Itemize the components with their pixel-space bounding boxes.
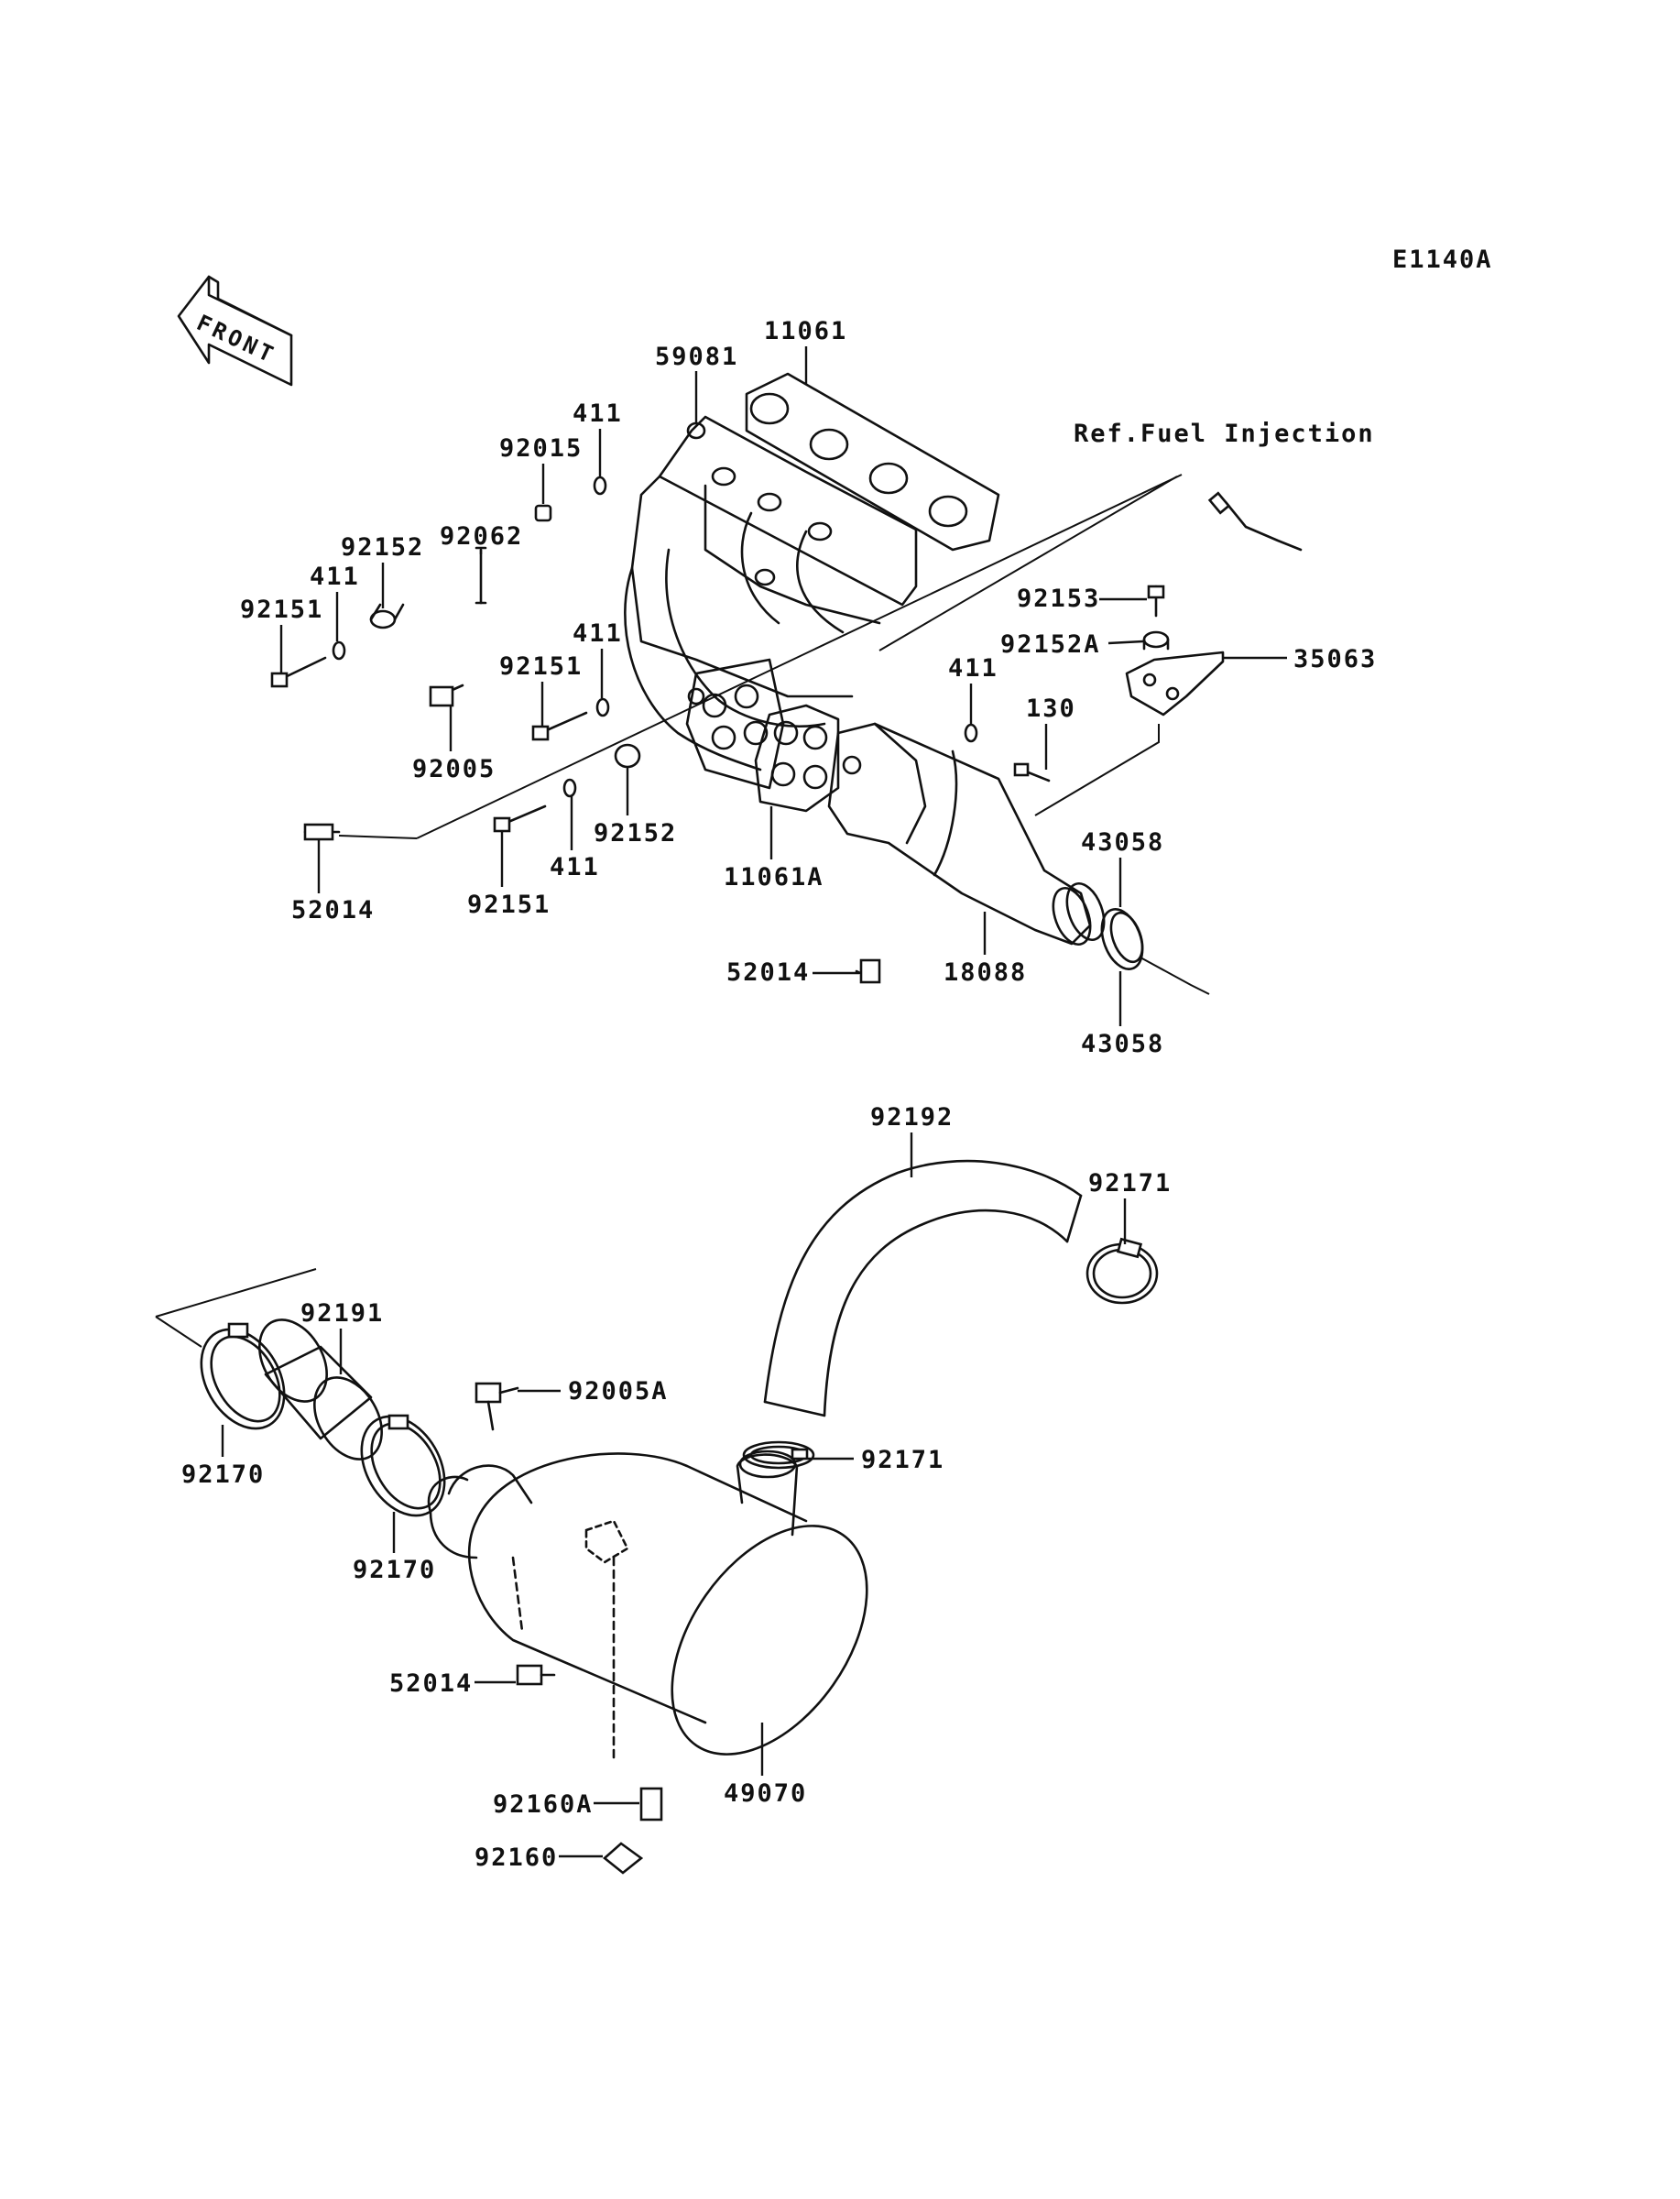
ref-line-4	[1034, 724, 1160, 816]
sensor-wire	[1207, 491, 1303, 552]
label-92171-a: 92171	[1088, 1169, 1172, 1198]
hose-clamp-left	[200, 1322, 286, 1430]
label-92152-b: 92152	[594, 819, 677, 848]
ref-line-3	[878, 476, 1178, 651]
bolt-92151-left	[270, 656, 327, 688]
label-130: 130	[1026, 695, 1076, 723]
bolt-130	[1013, 762, 1051, 782]
exhaust-manifold	[624, 415, 918, 771]
stud-92062	[475, 546, 487, 605]
label-43058-b: 43058	[1081, 1030, 1164, 1058]
hose-clamp-top	[1085, 1237, 1159, 1305]
label-92151-b: 92151	[499, 652, 583, 681]
diagram-code: E1140A	[1392, 246, 1493, 274]
label-18088: 18088	[944, 958, 1027, 987]
label-11061A: 11061A	[724, 863, 824, 892]
ref-line-7	[155, 1316, 202, 1348]
label-92160: 92160	[475, 1843, 558, 1872]
bolt-92151-mid	[531, 711, 588, 741]
callouts: 11061 59081 411 92015 92062 92152 411 92…	[181, 317, 1377, 1872]
label-92152A: 92152A	[1000, 630, 1101, 659]
label-92153: 92153	[1017, 585, 1100, 613]
fitting-92005A	[475, 1382, 519, 1431]
collar-92152-mid	[614, 743, 641, 769]
outlet-gasket	[754, 704, 840, 813]
label-59081: 59081	[655, 343, 738, 371]
label-92170-a: 92170	[181, 1461, 265, 1489]
label-411-e: 411	[948, 654, 998, 683]
label-92160A: 92160A	[493, 1790, 594, 1819]
mounting-bracket	[1125, 651, 1225, 717]
manifold-gasket	[745, 372, 1000, 552]
bolt-92015	[534, 504, 552, 522]
fitting-52014-mid	[855, 958, 881, 984]
label-11061: 11061	[764, 317, 847, 345]
plug-52014-left	[303, 823, 341, 841]
collar-92152	[369, 603, 405, 629]
fitting-52014-low	[516, 1664, 556, 1686]
label-411-a: 411	[573, 399, 623, 428]
label-92151-c: 92151	[467, 891, 551, 919]
washer-411-left	[332, 640, 346, 661]
label-92152-a: 92152	[341, 533, 424, 562]
exhaust-pipe	[827, 722, 1106, 946]
label-92170-b: 92170	[353, 1556, 436, 1584]
label-35063: 35063	[1293, 645, 1377, 673]
label-52014-c: 52014	[389, 1669, 473, 1698]
label-411-c: 411	[573, 619, 623, 648]
bracket-collar	[1142, 630, 1170, 651]
washer-411-right	[964, 723, 978, 743]
rubber-hose-92192	[763, 1159, 1083, 1417]
label-92160A	[639, 1787, 663, 1822]
ref-line-1	[416, 474, 1183, 839]
ref-line-6	[155, 1268, 317, 1318]
bracket-bolt	[1147, 585, 1165, 618]
ref-line-2	[338, 835, 418, 839]
label-92062: 92062	[440, 522, 523, 551]
label-411-d: 411	[550, 853, 600, 881]
exhaust-ring	[1100, 908, 1144, 970]
washer-411	[593, 476, 607, 496]
washer-411-low	[562, 778, 577, 798]
label-52014-a: 52014	[291, 896, 375, 924]
label-92160	[602, 1842, 644, 1875]
label-52014-b: 52014	[726, 958, 810, 987]
label-92192: 92192	[870, 1103, 954, 1132]
label-92151-a: 92151	[240, 596, 323, 624]
muffler-49070	[427, 1450, 868, 1761]
fitting-92005	[429, 684, 464, 707]
washer-411-mid	[595, 697, 610, 717]
rubber-sleeve-92191	[258, 1318, 383, 1461]
manifold-outlet-plate	[685, 658, 785, 790]
label-92005A: 92005A	[568, 1377, 669, 1406]
bolt-92151-low	[493, 804, 547, 833]
hose-clamp-mid-left	[360, 1414, 446, 1517]
front-arrow-icon: FRONT	[177, 275, 293, 387]
label-92005: 92005	[412, 755, 496, 783]
label-49070: 49070	[724, 1779, 807, 1808]
ref-line-5	[1140, 957, 1210, 995]
reference-note: Ref.Fuel Injection	[1074, 420, 1375, 448]
label-92015: 92015	[499, 434, 583, 463]
label-92171-b: 92171	[861, 1446, 944, 1474]
label-43058-a: 43058	[1081, 828, 1164, 857]
label-92191: 92191	[300, 1299, 384, 1328]
label-411-b: 411	[310, 563, 360, 591]
